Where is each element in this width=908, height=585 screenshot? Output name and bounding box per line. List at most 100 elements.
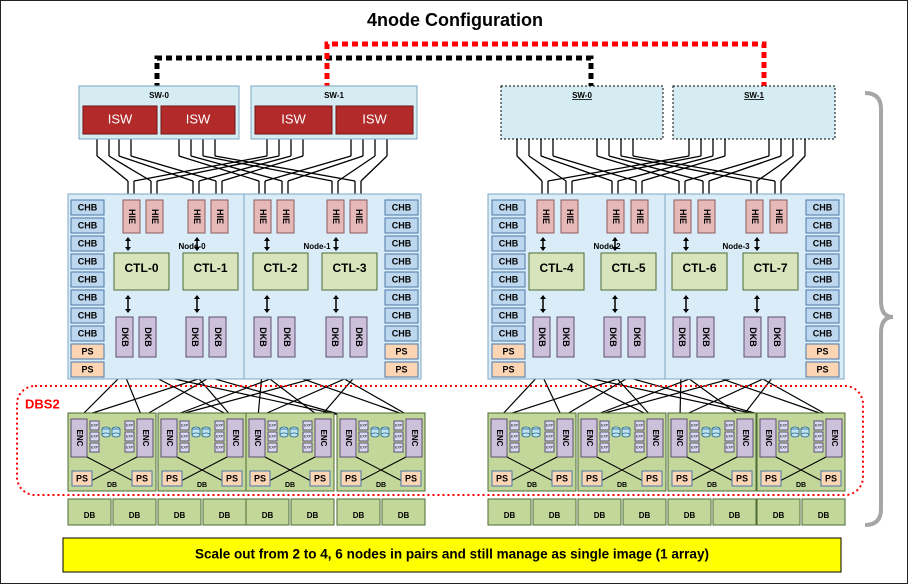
cable bbox=[214, 155, 356, 182]
controller-label: CTL-7 bbox=[754, 261, 788, 275]
chb-label: CHB bbox=[499, 202, 519, 212]
cable bbox=[704, 372, 832, 418]
chb-card bbox=[384, 271, 419, 288]
db-label: DB bbox=[107, 482, 117, 489]
db-shelf bbox=[756, 498, 801, 526]
node-label: Node-0 bbox=[178, 242, 206, 251]
power-supply bbox=[161, 470, 183, 487]
chb-card bbox=[805, 235, 840, 252]
switch-label: SW-0 bbox=[149, 91, 169, 100]
chb-card bbox=[805, 325, 840, 342]
exp-module bbox=[813, 420, 824, 431]
hie-label: HIE bbox=[678, 209, 688, 224]
exp-label: EXP bbox=[395, 445, 403, 449]
chb-card bbox=[384, 253, 419, 270]
exp-module bbox=[358, 431, 369, 442]
chb-card bbox=[384, 199, 419, 216]
arrow-head bbox=[754, 237, 760, 241]
cable bbox=[552, 155, 637, 182]
exp-module bbox=[124, 442, 135, 453]
exp-label: EXP bbox=[269, 434, 277, 438]
enc-card bbox=[248, 418, 266, 458]
arrow-head bbox=[754, 309, 760, 313]
ps-label: PS bbox=[556, 473, 568, 483]
exp-module bbox=[267, 431, 278, 442]
enc-card bbox=[490, 418, 508, 458]
chb-label: CHB bbox=[813, 328, 833, 338]
chb-label: CHB bbox=[499, 328, 519, 338]
cable bbox=[780, 155, 806, 182]
cross-link bbox=[176, 456, 228, 484]
exp-module bbox=[214, 431, 225, 442]
hie-card bbox=[187, 199, 206, 234]
node-label: Node-1 bbox=[303, 242, 331, 251]
ps-label: PS bbox=[81, 346, 93, 356]
cable bbox=[337, 155, 376, 182]
exp-module bbox=[634, 420, 645, 431]
enc-card bbox=[556, 418, 574, 458]
chb-card bbox=[491, 217, 526, 234]
cable bbox=[193, 372, 350, 418]
db-label: DB bbox=[84, 511, 96, 520]
enc-card bbox=[580, 418, 598, 458]
cross-link bbox=[86, 456, 138, 484]
db-label: DB bbox=[504, 511, 516, 520]
cable bbox=[285, 372, 412, 418]
hie-card bbox=[349, 199, 368, 234]
db-shelf bbox=[577, 498, 622, 526]
dkb-card bbox=[556, 316, 575, 358]
disk-icon bbox=[611, 432, 621, 438]
exp-label: EXP bbox=[511, 423, 519, 427]
controller bbox=[182, 252, 239, 291]
exp-label: EXP bbox=[91, 434, 99, 438]
chb-card bbox=[70, 235, 105, 252]
dkb-card bbox=[325, 316, 344, 358]
cable bbox=[611, 372, 653, 418]
dkb-label: DKB bbox=[354, 327, 364, 347]
isw-module bbox=[160, 105, 236, 135]
enc-card bbox=[825, 418, 843, 458]
cable bbox=[264, 155, 352, 182]
power-supply bbox=[131, 470, 153, 487]
isw-module bbox=[254, 105, 333, 135]
arrow-head bbox=[125, 295, 131, 299]
cable bbox=[589, 372, 753, 418]
cable bbox=[499, 372, 637, 418]
ps-label: PS bbox=[345, 473, 357, 483]
exp-module bbox=[214, 420, 225, 431]
power-supply bbox=[70, 361, 105, 378]
cable bbox=[257, 372, 359, 418]
chb-card bbox=[384, 307, 419, 324]
hie-card bbox=[253, 199, 272, 234]
dkb-card bbox=[532, 316, 551, 358]
chb-card bbox=[70, 271, 105, 288]
chb-label: CHB bbox=[813, 274, 833, 284]
exp-label: EXP bbox=[691, 423, 699, 427]
db-label: DB bbox=[639, 511, 651, 520]
dkb-card bbox=[277, 316, 296, 358]
chb-label: CHB bbox=[499, 256, 519, 266]
hie-card bbox=[145, 199, 164, 234]
arrow-head bbox=[194, 247, 200, 251]
chb-card bbox=[70, 325, 105, 342]
exp-label: EXP bbox=[726, 434, 734, 438]
arrow-head bbox=[194, 295, 200, 299]
db-label: DB bbox=[707, 482, 717, 489]
switch-label: SW-0 bbox=[572, 91, 592, 100]
dkb-label: DKB bbox=[537, 327, 547, 347]
enc-card bbox=[736, 418, 754, 458]
controller bbox=[321, 252, 378, 291]
chb-card bbox=[491, 325, 526, 342]
enc-card bbox=[646, 418, 664, 458]
power-supply bbox=[820, 470, 842, 487]
hie-label: HIE bbox=[127, 209, 137, 224]
cable bbox=[141, 372, 218, 418]
arrow-head bbox=[194, 309, 200, 313]
dkb-card bbox=[627, 316, 646, 358]
red-interconnect bbox=[324, 41, 767, 89]
hie-label: HIE bbox=[750, 209, 760, 224]
hie-label: HIE bbox=[611, 209, 621, 224]
power-supply bbox=[340, 470, 362, 487]
chb-label: CHB bbox=[499, 310, 519, 320]
